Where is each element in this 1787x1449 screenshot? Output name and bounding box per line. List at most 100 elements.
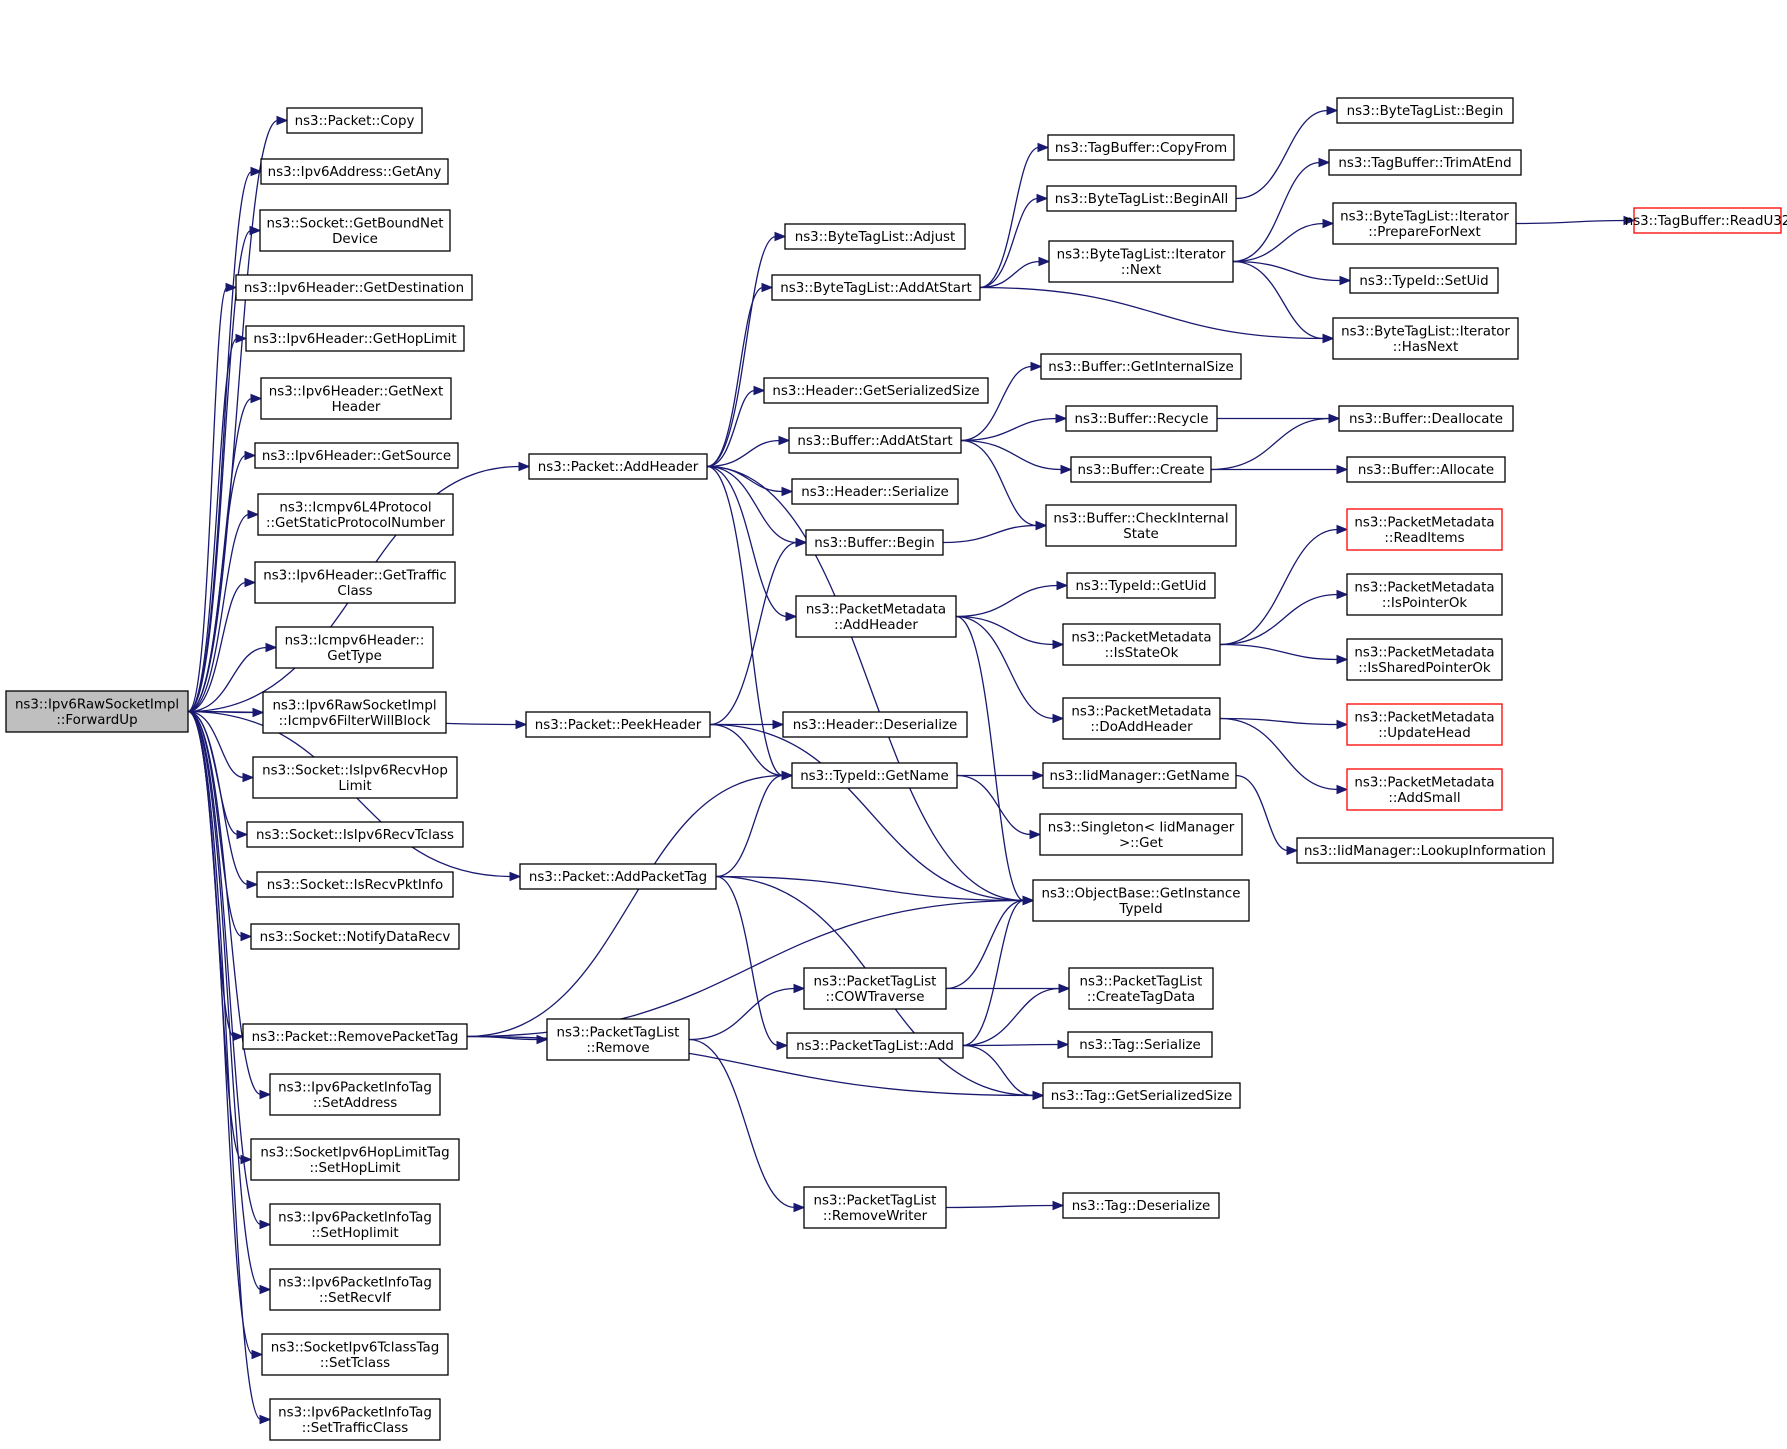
node-addpackettag[interactable]: ns3::Packet::AddPacketTag — [519, 863, 717, 890]
node-sethoplimittag[interactable]: ns3::SocketIpv6HopLimitTag::SetHopLimit — [250, 1138, 460, 1181]
edge-line — [979, 197, 1039, 289]
node-ptl-removewriter[interactable]: ns3::PacketTagList::RemoveWriter — [803, 1186, 947, 1229]
edge-line — [706, 465, 784, 777]
edge-arrowhead — [236, 829, 249, 840]
node-setaddress[interactable]: ns3::Ipv6PacketInfoTag::SetAddress — [269, 1073, 441, 1116]
edge-arrowhead — [1035, 520, 1048, 531]
node-pm-addsmall[interactable]: ns3::PacketMetadata::AddSmall — [1346, 768, 1503, 811]
node-root[interactable]: ns3::Ipv6RawSocketImpl::ForwardUp — [5, 690, 189, 733]
node-hdr-getsersize[interactable]: ns3::Header::GetSerializedSize — [763, 377, 989, 404]
node-btl-addatstart[interactable]: ns3::ByteTagList::AddAtStart — [771, 274, 981, 301]
edge-ptl-add-to-tag-getsersize — [962, 1044, 1045, 1101]
node-buf-addatstart[interactable]: ns3::Buffer::AddAtStart — [788, 427, 962, 454]
node-btl-adjust[interactable]: ns3::ByteTagList::Adjust — [784, 223, 966, 250]
node-buf-allocate[interactable]: ns3::Buffer::Allocate — [1346, 456, 1506, 483]
edge-pm-isstateok-to-pm-issharedpointerok — [1219, 643, 1349, 665]
node-settclass[interactable]: ns3::SocketIpv6TclassTag::SetTclass — [261, 1333, 449, 1376]
node-label: ns3::PacketMetadata — [1071, 704, 1211, 719]
node-box — [788, 427, 962, 454]
node-box — [1332, 202, 1517, 245]
node-ptl-remove[interactable]: ns3::PacketTagList::Remove — [546, 1018, 690, 1061]
node-icmpgettype[interactable]: ns3::Icmpv6Header::GetType — [275, 626, 434, 669]
node-gethoplimit[interactable]: ns3::Ipv6Header::GetHopLimit — [245, 325, 465, 352]
node-btl-iter-hasnext[interactable]: ns3::ByteTagList::Iterator::HasNext — [1332, 317, 1519, 360]
node-getstaticproto[interactable]: ns3::Icmpv6L4Protocol::GetStaticProtocol… — [257, 493, 454, 536]
node-copy[interactable]: ns3::Packet::Copy — [286, 107, 423, 134]
node-buf-create[interactable]: ns3::Buffer::Create — [1070, 456, 1212, 483]
node-typeid-getuid[interactable]: ns3::TypeId::GetUid — [1066, 572, 1216, 599]
node-notifydatarecv[interactable]: ns3::Socket::NotifyDataRecv — [250, 923, 460, 950]
node-btl-beginall[interactable]: ns3::ByteTagList::BeginAll — [1046, 185, 1237, 212]
edge-arrowhead — [772, 719, 785, 730]
edge-arrowhead — [776, 1040, 789, 1051]
node-buf-recycle[interactable]: ns3::Buffer::Recycle — [1065, 405, 1218, 432]
node-box — [1040, 353, 1242, 380]
edge-arrowhead — [1336, 589, 1349, 600]
node-pm-addheader[interactable]: ns3::PacketMetadata::AddHeader — [795, 595, 957, 638]
node-label: ns3::PacketTagList — [814, 1193, 937, 1208]
node-settrafficclass[interactable]: ns3::Ipv6PacketInfoTag::SetTrafficClass — [269, 1398, 441, 1441]
node-hdr-deserialize[interactable]: ns3::Header::Deserialize — [782, 711, 968, 738]
node-setrecvif[interactable]: ns3::Ipv6PacketInfoTag::SetRecvIf — [269, 1268, 441, 1311]
node-ptl-createtagdata[interactable]: ns3::PacketTagList::CreateTagData — [1068, 967, 1214, 1010]
node-pm-updatehead[interactable]: ns3::PacketMetadata::UpdateHead — [1346, 703, 1503, 746]
node-buf-deallocate[interactable]: ns3::Buffer::Deallocate — [1338, 405, 1514, 432]
node-pm-isstateok[interactable]: ns3::PacketMetadata::IsStateOk — [1062, 623, 1221, 666]
node-label: ns3::Packet::Copy — [295, 114, 415, 129]
edge-line — [962, 987, 1061, 1047]
edge-line — [1219, 717, 1339, 726]
node-typeid-getname[interactable]: ns3::TypeId::GetName — [791, 762, 958, 789]
edge-arrowhead — [1326, 105, 1339, 116]
node-typeid-setuid[interactable]: ns3::TypeId::SetUid — [1349, 267, 1499, 294]
node-tag-getsersize[interactable]: ns3::Tag::GetSerializedSize — [1042, 1082, 1241, 1109]
node-ptl-cowtraverse[interactable]: ns3::PacketTagList::COWTraverse — [803, 967, 947, 1010]
edge-line — [945, 1204, 1055, 1209]
node-sethoplimitinfo[interactable]: ns3::Ipv6PacketInfoTag::SetHoplimit — [269, 1203, 441, 1246]
node-filterwillblock[interactable]: ns3::Ipv6RawSocketImpl::Icmpv6FilterWill… — [262, 691, 447, 734]
node-pm-ispointerok[interactable]: ns3::PacketMetadata::IsPointerOk — [1346, 573, 1503, 616]
node-btl-iter-next[interactable]: ns3::ByteTagList::Iterator::Next — [1048, 240, 1234, 283]
node-buf-begin[interactable]: ns3::Buffer::Begin — [805, 529, 944, 556]
node-label: ns3::Buffer::Deallocate — [1349, 412, 1503, 427]
node-getsource[interactable]: ns3::Ipv6Header::GetSource — [254, 442, 459, 469]
node-label: Device — [332, 232, 378, 247]
node-removepackettag[interactable]: ns3::Packet::RemovePacketTag — [242, 1023, 468, 1050]
node-box — [260, 158, 449, 185]
node-singleton-get[interactable]: ns3::Singleton< IidManager>::Get — [1039, 813, 1243, 856]
edge-line — [979, 286, 1325, 340]
node-box — [803, 967, 947, 1010]
node-btl-begin[interactable]: ns3::ByteTagList::Begin — [1336, 97, 1514, 124]
node-tag-deserialize[interactable]: ns3::Tag::Deserialize — [1062, 1192, 1220, 1219]
node-label: ns3::SocketIpv6HopLimitTag — [260, 1145, 449, 1160]
node-tb-copyfrom[interactable]: ns3::TagBuffer::CopyFrom — [1047, 134, 1235, 161]
node-pm-issharedpointerok[interactable]: ns3::PacketMetadata::IsSharedPointerOk — [1346, 638, 1503, 681]
node-tb-trimatend[interactable]: ns3::TagBuffer::TrimAtEnd — [1328, 149, 1522, 176]
node-addheader[interactable]: ns3::Packet::AddHeader — [528, 453, 708, 480]
node-iid-getname[interactable]: ns3::IidManager::GetName — [1042, 762, 1237, 789]
node-tag-serialize[interactable]: ns3::Tag::Serialize — [1067, 1031, 1213, 1058]
node-iid-lookupinfo[interactable]: ns3::IidManager::LookupInformation — [1296, 837, 1554, 864]
edge-arrowhead — [785, 611, 798, 622]
edge-arrowhead — [1322, 218, 1335, 229]
node-tb-readu32[interactable]: ns3::TagBuffer::ReadU32 — [1625, 207, 1787, 234]
node-pm-readitems[interactable]: ns3::PacketMetadata::ReadItems — [1346, 508, 1503, 551]
edge-root-to-settrafficclass — [187, 710, 272, 1425]
node-pm-doaddheader[interactable]: ns3::PacketMetadata::DoAddHeader — [1062, 697, 1221, 740]
edge-arrowhead — [515, 719, 528, 730]
node-buf-getinternalsize[interactable]: ns3::Buffer::GetInternalSize — [1040, 353, 1242, 380]
node-isrecvpktinfo[interactable]: ns3::Socket::IsRecvPktInfo — [256, 871, 454, 898]
node-btl-iter-prepare[interactable]: ns3::ByteTagList::Iterator::PrepareForNe… — [1332, 202, 1517, 245]
node-hdr-serialize[interactable]: ns3::Header::Serialize — [791, 478, 959, 505]
node-getdest[interactable]: ns3::Ipv6Header::GetDestination — [235, 274, 473, 301]
node-peekheader[interactable]: ns3::Packet::PeekHeader — [525, 711, 711, 738]
edge-line — [1235, 109, 1329, 200]
node-ptl-add[interactable]: ns3::PacketTagList::Add — [786, 1032, 964, 1059]
node-isrecvtclass[interactable]: ns3::Socket::IsIpv6RecvTclass — [246, 821, 464, 848]
node-getany[interactable]: ns3::Ipv6Address::GetAny — [260, 158, 449, 185]
